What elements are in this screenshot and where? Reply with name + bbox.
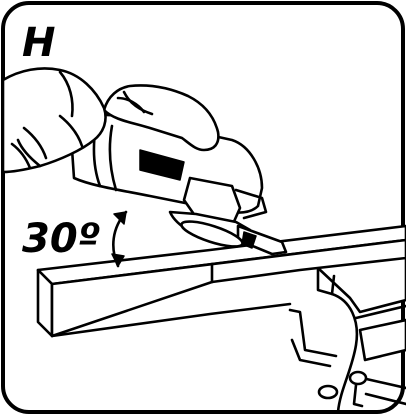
angle-label: 30º xyxy=(22,216,100,262)
angle-indicator xyxy=(111,210,128,268)
panel-letter: H xyxy=(22,20,55,66)
operator-hands xyxy=(1,67,220,174)
workpiece-bar xyxy=(36,224,406,338)
